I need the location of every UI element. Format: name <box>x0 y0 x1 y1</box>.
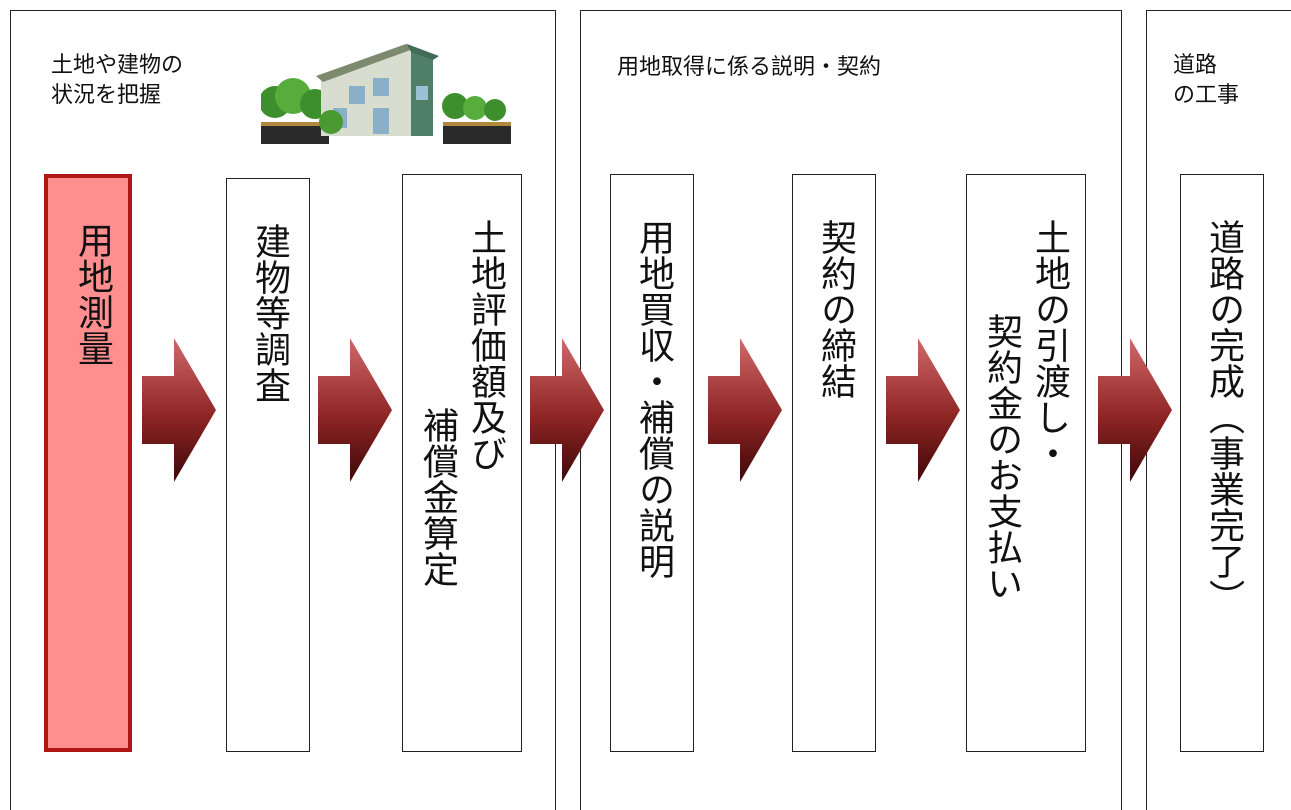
phase-label-construction: 道路 の工事 <box>1173 53 1240 108</box>
step-label-land-valuation-2: 補償金算定 <box>417 407 458 587</box>
flow-arrow-icon <box>318 338 392 482</box>
step-label-contract-signing: 契約の締結 <box>815 219 856 399</box>
step-label-building-survey: 建物等調査 <box>249 223 290 403</box>
step-contract-signing: 契約の締結 <box>792 174 876 752</box>
step-land-handover: 土地の引渡し・ 契約金のお支払い <box>966 174 1086 752</box>
flow-arrow-icon <box>1098 338 1172 482</box>
phase-label-survey: 土地や建物の 状況を把握 <box>51 53 184 108</box>
step-label-land-handover-1: 土地の引渡し・ <box>1029 219 1070 471</box>
step-land-valuation: 土地評価額及び 補償金算定 <box>402 174 522 752</box>
step-label-purchase-explanation: 用地買収・補償の説明 <box>633 219 674 579</box>
step-purchase-explanation: 用地買収・補償の説明 <box>610 174 694 752</box>
flow-arrow-icon <box>142 338 216 482</box>
house-illustration-icon <box>261 44 511 144</box>
flow-arrow-icon <box>886 338 960 482</box>
step-label-road-completion: 道路の完成（事業完了） <box>1203 219 1244 615</box>
step-label-land-survey: 用地測量 <box>72 222 113 366</box>
step-land-survey: 用地測量 <box>44 174 132 752</box>
flow-arrow-icon <box>530 338 604 482</box>
flow-arrow-icon <box>708 338 782 482</box>
step-label-land-handover-2: 契約金のお支払い <box>981 313 1022 601</box>
step-label-land-valuation-1: 土地評価額及び <box>465 219 506 471</box>
step-road-completion: 道路の完成（事業完了） <box>1180 174 1264 752</box>
phase-label-contract: 用地取得に係る説明・契約 <box>617 55 882 80</box>
step-building-survey: 建物等調査 <box>226 178 310 752</box>
